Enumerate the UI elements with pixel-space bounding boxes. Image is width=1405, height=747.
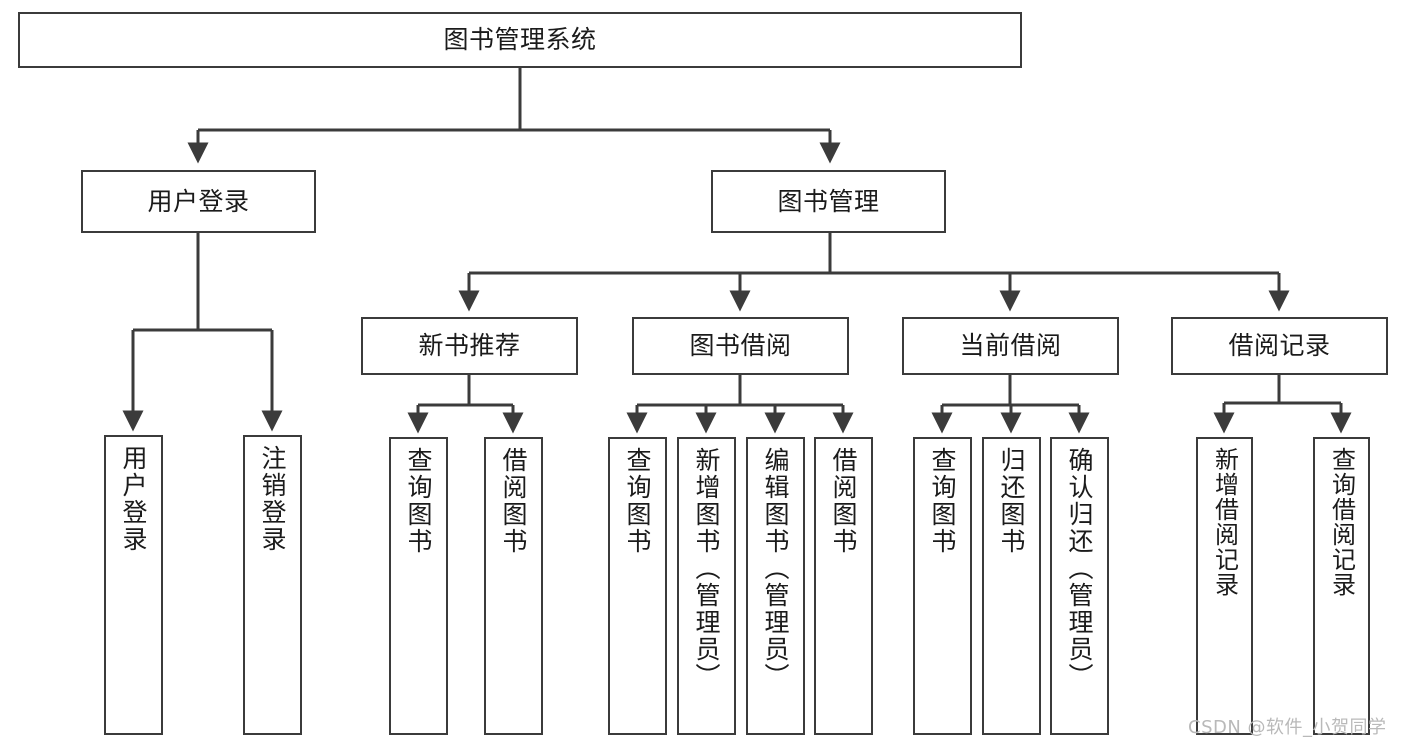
node-root-label: 图书管理系统 [443, 25, 597, 55]
node-leaf-query-book-2[interactable]: 查询图书 [608, 437, 667, 735]
node-borrow-record-label: 借阅记录 [1228, 331, 1331, 361]
node-leaf-confirm-return[interactable]: 确认归还（管理员） [1050, 437, 1109, 735]
node-leaf-return-book-label: 归还图书 [997, 447, 1026, 555]
node-leaf-query-book-3[interactable]: 查询图书 [913, 437, 972, 735]
node-leaf-query-book-3-label: 查询图书 [928, 447, 957, 555]
node-leaf-query-book-1-label: 查询图书 [404, 447, 433, 555]
node-leaf-add-book-label: 新增图书（管理员） [692, 447, 721, 690]
node-leaf-edit-book-label: 编辑图书（管理员） [761, 447, 790, 690]
node-book-borrow[interactable]: 图书借阅 [632, 317, 849, 375]
node-leaf-add-record[interactable]: 新增借阅记录 [1196, 437, 1253, 735]
node-current-borrow[interactable]: 当前借阅 [902, 317, 1119, 375]
node-leaf-query-record-label: 查询借阅记录 [1327, 447, 1356, 597]
node-user-login[interactable]: 用户登录 [81, 170, 316, 233]
node-leaf-query-book-2-label: 查询图书 [623, 447, 652, 555]
node-user-login-label: 用户登录 [147, 186, 250, 216]
node-root[interactable]: 图书管理系统 [18, 12, 1022, 68]
node-leaf-borrow-book-1[interactable]: 借阅图书 [484, 437, 543, 735]
node-leaf-add-record-label: 新增借阅记录 [1210, 447, 1239, 597]
node-leaf-user-login-label: 用户登录 [119, 445, 148, 553]
node-new-book-recommend-label: 新书推荐 [418, 331, 521, 361]
node-book-management[interactable]: 图书管理 [711, 170, 946, 233]
node-book-management-label: 图书管理 [777, 186, 880, 216]
csdn-watermark: CSDN @软件_小贺同学 [1188, 717, 1387, 738]
node-current-borrow-label: 当前借阅 [959, 331, 1062, 361]
node-leaf-borrow-book-1-label: 借阅图书 [499, 447, 528, 555]
node-leaf-query-book-1[interactable]: 查询图书 [389, 437, 448, 735]
node-leaf-edit-book[interactable]: 编辑图书（管理员） [746, 437, 805, 735]
node-leaf-borrow-book-2[interactable]: 借阅图书 [814, 437, 873, 735]
node-leaf-add-book[interactable]: 新增图书（管理员） [677, 437, 736, 735]
node-leaf-user-login[interactable]: 用户登录 [104, 435, 163, 735]
node-leaf-user-logout[interactable]: 注销登录 [243, 435, 302, 735]
node-borrow-record[interactable]: 借阅记录 [1171, 317, 1388, 375]
node-leaf-borrow-book-2-label: 借阅图书 [829, 447, 858, 555]
node-leaf-confirm-return-label: 确认归还（管理员） [1065, 447, 1094, 690]
node-leaf-query-record[interactable]: 查询借阅记录 [1313, 437, 1370, 735]
node-new-book-recommend[interactable]: 新书推荐 [361, 317, 578, 375]
node-leaf-user-logout-label: 注销登录 [258, 445, 287, 553]
node-book-borrow-label: 图书借阅 [689, 331, 792, 361]
node-leaf-return-book[interactable]: 归还图书 [982, 437, 1041, 735]
